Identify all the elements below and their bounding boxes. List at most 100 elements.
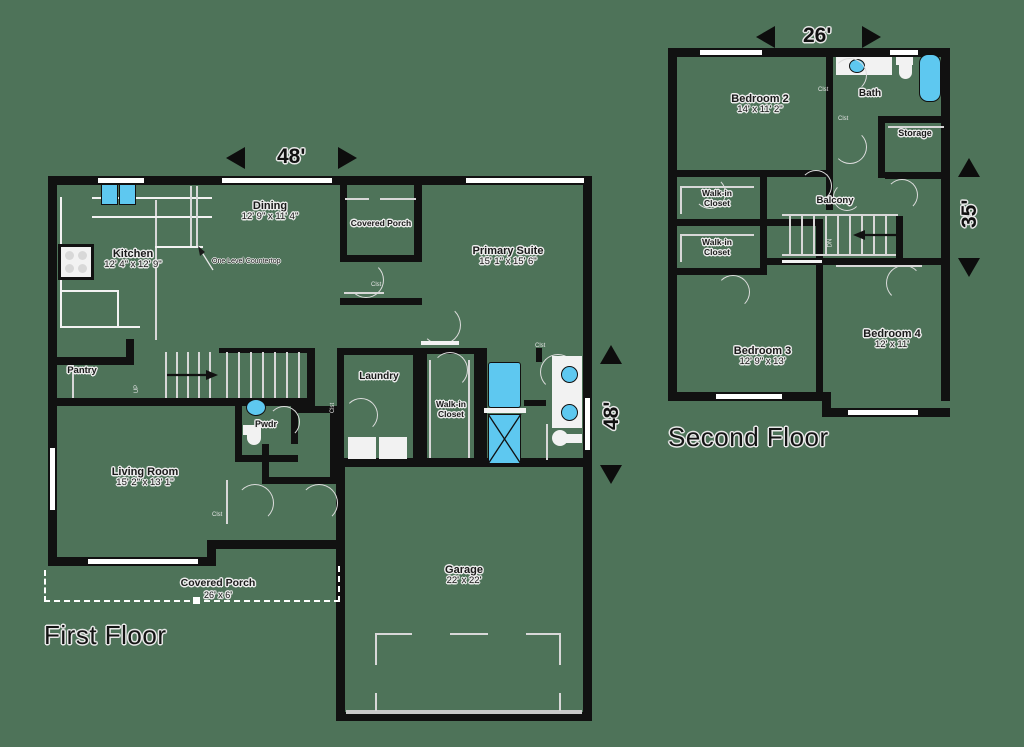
space-name-laundry: Laundry [359, 371, 399, 382]
space-name-pantry: Pantry [67, 365, 97, 376]
side-porch-wall-left [340, 185, 347, 261]
dim-arrow-left-second-width [756, 26, 775, 48]
space-label-balcony: Balcony [805, 195, 865, 207]
bedroom2-bath-wall [826, 48, 833, 158]
second-stair-tread-1 [789, 216, 791, 256]
window-bath-top [890, 50, 918, 55]
stair-label-dn: DN [827, 238, 834, 248]
mudroom-closet-tick: Clst [371, 282, 382, 288]
powder-toilet-tank [243, 425, 261, 435]
balcony-rail-edge [782, 260, 822, 263]
balcony-landing-wall [896, 216, 903, 258]
storage-door-swing [886, 179, 918, 211]
window-kitchen-top [98, 178, 144, 183]
laundry-wall-left [337, 348, 344, 465]
second-exterior-wall-top [668, 48, 950, 57]
hall-coat-line [226, 480, 228, 524]
space-label-pantry: Pantry [52, 365, 112, 377]
exterior-wall-right-upper [583, 176, 592, 466]
second-stair-tread-6 [849, 216, 851, 256]
dim-arrow-down-first-depth [600, 465, 622, 484]
wic-wall-left [420, 352, 427, 465]
primary-toilet-tank [566, 434, 582, 443]
powder-toilet-bowl [247, 434, 261, 445]
front-porch-outline-bottom [44, 600, 340, 602]
exterior-wall-living-step [207, 540, 216, 566]
wic2-wall-right [760, 226, 767, 274]
space-label-walk-in-closet: Walk-in Closet [423, 399, 479, 419]
space-name-powder: Pwdr [254, 419, 277, 429]
bedroom3-wall-top [767, 219, 823, 226]
primary-bath-partition [546, 424, 548, 460]
garage-parking-gap-b [488, 631, 526, 637]
space-label-side-porch: Covered Porch [348, 218, 414, 229]
first-floor-title: First Floor [44, 620, 167, 650]
stair-tread-4 [198, 352, 200, 398]
kitchen-counter-top [92, 197, 212, 199]
room-label-living-room: Living Room 15' 2" x 13' 1" [70, 466, 220, 489]
side-porch-rail-a [345, 198, 369, 200]
room-name-garage: Garage [445, 564, 483, 576]
room-dims-kitchen: 12' 4" x 12' 9" [104, 259, 162, 271]
window-dining-top [222, 178, 332, 183]
hall-wall-horizontal [262, 477, 337, 484]
bath-door-tick: Clst [535, 343, 546, 349]
wic-shelf-right [468, 360, 470, 458]
balcony-railing-swing [833, 183, 861, 211]
primary-bath-divider [524, 400, 546, 406]
window-primary-right [585, 398, 590, 450]
interior-kitchen-dining-divider [155, 200, 157, 340]
front-porch-post [193, 597, 200, 604]
storage-wall-bottom [885, 172, 950, 179]
second-floor-width-dimension: 26' [803, 24, 832, 47]
stair-wall-right [307, 348, 315, 400]
space-name-balcony: Balcony [816, 195, 854, 206]
tub-ledge [484, 408, 526, 413]
laundry-wall-top [337, 348, 420, 355]
second-hall-door-swing [833, 130, 867, 164]
room-dims-front-porch: 26' x 6' [204, 589, 232, 600]
kitchen-pantry-wall-vert [126, 339, 134, 365]
powder-sink [246, 399, 266, 416]
hall-wall-vertical [262, 444, 269, 484]
laundry-door-tick: Clst [330, 402, 337, 414]
room-label-front-porch: Covered Porch 26' x 6' [143, 577, 293, 600]
wic2-wall-bottom [668, 268, 767, 275]
mudroom-bench [344, 292, 384, 294]
wic1-wall-bottom [668, 219, 767, 226]
bedroom3-wall-right [816, 226, 823, 400]
range-burner-2 [78, 251, 87, 260]
wic2-door-swing [716, 275, 750, 309]
bedroom2-bottom-wall [668, 170, 833, 177]
bedroom4-door-swing [886, 265, 922, 301]
second-exterior-wall-jog [822, 392, 831, 417]
room-label-bedroom-3: Bedroom 3 12' 9" x 13' [700, 345, 825, 368]
wic-wall-right [474, 348, 481, 465]
garage-parking-outline-top [375, 633, 561, 635]
room-dims-garage: 22' x 22' [446, 575, 482, 587]
wic2-shelf-side [680, 234, 682, 262]
room-name-dining: Dining [252, 200, 288, 212]
second-stair-top-rail [782, 214, 898, 216]
exterior-wall-primary-bottom [336, 458, 592, 467]
dim-arrow-up-second-depth [958, 158, 980, 177]
room-label-kitchen: Kitchen 12' 4" x 12' 9" [78, 248, 188, 271]
dim-arrow-down-second-depth [958, 258, 980, 277]
first-floor-width-dimension: 48' [277, 145, 306, 168]
primary-suite-door-swing [421, 305, 461, 345]
space-name-side-porch: Covered Porch [350, 218, 412, 228]
wic-wall-top [420, 348, 481, 354]
second-stair-tread-7 [861, 216, 863, 256]
room-dims-dining: 12' 9" x 11' 4" [241, 211, 299, 223]
space-name-wic-1: Walk-in Closet [702, 188, 732, 208]
countertop-annotation: One Level Countertop [212, 258, 281, 266]
hall-door-swing-a [236, 484, 274, 522]
bath-tub [919, 54, 941, 102]
stair-tread-2 [176, 352, 178, 398]
second-stair-tread-9 [885, 216, 887, 256]
bath-toilet-tank [896, 57, 913, 65]
second-stair-tread-4 [825, 216, 827, 256]
side-porch-wall-right [414, 185, 422, 261]
room-name-living-room: Living Room [111, 466, 179, 478]
window-bedroom3-bottom [716, 394, 782, 399]
